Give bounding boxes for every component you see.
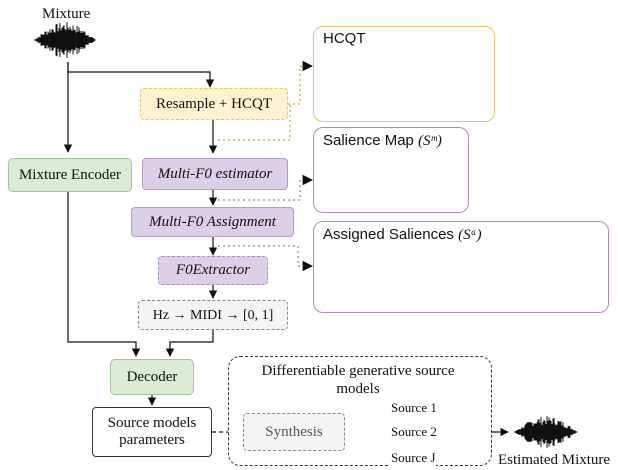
source-2-label: Source 2	[390, 424, 438, 440]
assigned-saliences-title-text: Assigned Saliences	[323, 226, 454, 243]
f0-extractor-block: F0Extractor	[158, 256, 268, 285]
multi-f0-assignment-block: Multi-F0 Assignment	[131, 207, 294, 237]
mixture-encoder-block: Mixture Encoder	[8, 158, 132, 192]
salience-map-title-text: Salience Map	[323, 132, 414, 149]
hcqt-title: HCQT	[323, 30, 366, 47]
source-j-label: Source J	[390, 450, 437, 466]
source-models-parameters-block: Source models parameters	[92, 407, 212, 457]
waveform-icon	[34, 22, 96, 58]
estimated-mixture-label: Estimated Mixture	[498, 452, 611, 468]
source-1-label: Source 1	[390, 400, 438, 416]
generative-panel-title: Differentiable generative source models	[261, 363, 455, 397]
mixture-label: Mixture	[42, 6, 91, 22]
assigned-saliences-panel	[313, 221, 609, 313]
hcqt-panel	[313, 26, 495, 122]
decoder-block: Decoder	[110, 359, 194, 395]
hz-midi-block: Hz → MIDI → [0, 1]	[138, 300, 288, 330]
salience-map-title: Salience Map (Sᵐ)	[323, 132, 442, 150]
resample-hcqt-block: Resample + HCQT	[140, 88, 288, 120]
assigned-saliences-title: Assigned Saliences (Sᵃ)	[323, 226, 482, 244]
multi-f0-estimator-block: Multi-F0 estimator	[142, 158, 288, 190]
synthesis-block: Synthesis	[243, 413, 345, 451]
waveform-icon	[514, 416, 578, 448]
assigned-saliences-symbol: (Sᵃ)	[458, 227, 482, 243]
salience-map-panel	[313, 127, 469, 213]
salience-map-symbol: (Sᵐ)	[418, 133, 442, 149]
